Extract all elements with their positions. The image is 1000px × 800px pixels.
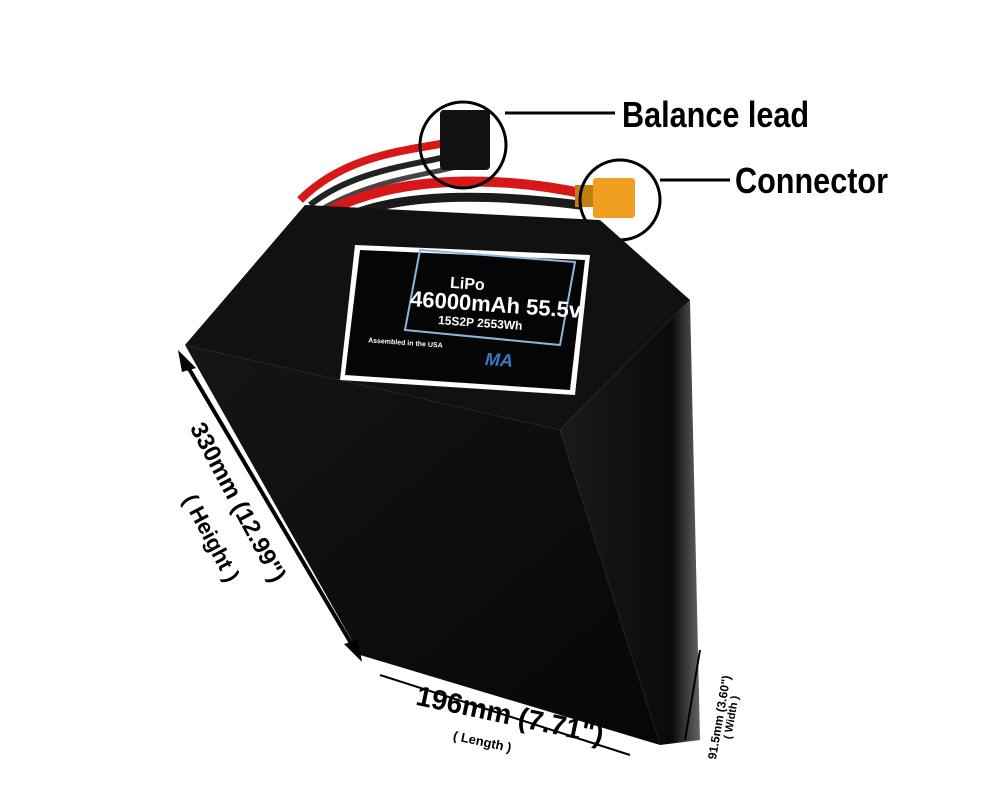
balance-lead-circle	[418, 100, 508, 190]
label-border	[403, 248, 577, 347]
dimension-arrows	[178, 350, 701, 756]
battery-front-face	[185, 345, 660, 745]
balance-lead-callout: Balance lead	[622, 94, 810, 135]
label-logo: MA	[484, 349, 514, 371]
balance-lead-plug	[440, 110, 490, 170]
battery-side-face	[560, 300, 700, 745]
connector-callout: Connector	[735, 160, 888, 201]
